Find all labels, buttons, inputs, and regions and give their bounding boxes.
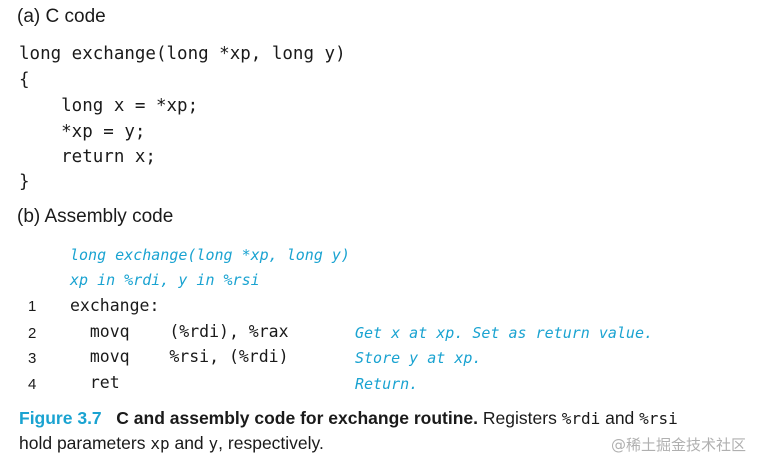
register-name: %rsi [639, 409, 678, 428]
section-a-heading: (a) C code [17, 6, 106, 27]
c-code-line: } [19, 172, 30, 192]
watermark: @稀土掘金技术社区 [610, 436, 746, 454]
figure-caption-line-1: Figure 3.7 C and assembly code for excha… [19, 408, 678, 429]
line-number: 4 [28, 376, 37, 393]
asm-code: movq %rsi, (%rdi) [70, 347, 289, 366]
line-number: 2 [28, 325, 37, 342]
figure-title: C and assembly code for exchange routine… [116, 408, 479, 428]
asm-header-comment: xp in %rdi, y in %rsi [70, 271, 260, 289]
asm-code: movq (%rdi), %rax [70, 322, 289, 341]
c-code-line: *xp = y; [19, 122, 146, 142]
caption-text: , respectively. [218, 433, 324, 453]
parameter-name: y [208, 434, 219, 453]
line-number: 1 [28, 298, 37, 315]
asm-code: exchange: [70, 296, 160, 315]
c-code-line: return x; [19, 147, 156, 167]
asm-comment: Return. [355, 375, 419, 393]
caption-text: Registers [482, 408, 562, 428]
c-code-line: long exchange(long *xp, long y) [19, 44, 346, 64]
asm-comment: Store y at xp. [355, 349, 482, 367]
asm-header-comment: long exchange(long *xp, long y) [70, 246, 350, 264]
section-b-heading: (b) Assembly code [17, 206, 174, 227]
parameter-name: xp [150, 434, 170, 453]
c-code-line: { [19, 70, 30, 90]
asm-comment: Get x at xp. Set as return value. [355, 324, 654, 342]
c-code-line: long x = *xp; [19, 96, 199, 116]
asm-code: ret [70, 373, 120, 392]
figure-caption-line-2: hold parameters xp and y, respectively. [19, 433, 324, 454]
caption-text: hold parameters [19, 433, 151, 453]
register-name: %rdi [561, 409, 601, 428]
figure-label: Figure 3.7 [19, 408, 102, 428]
caption-text: and [169, 433, 209, 453]
caption-text: and [600, 408, 640, 428]
line-number: 3 [28, 350, 37, 367]
